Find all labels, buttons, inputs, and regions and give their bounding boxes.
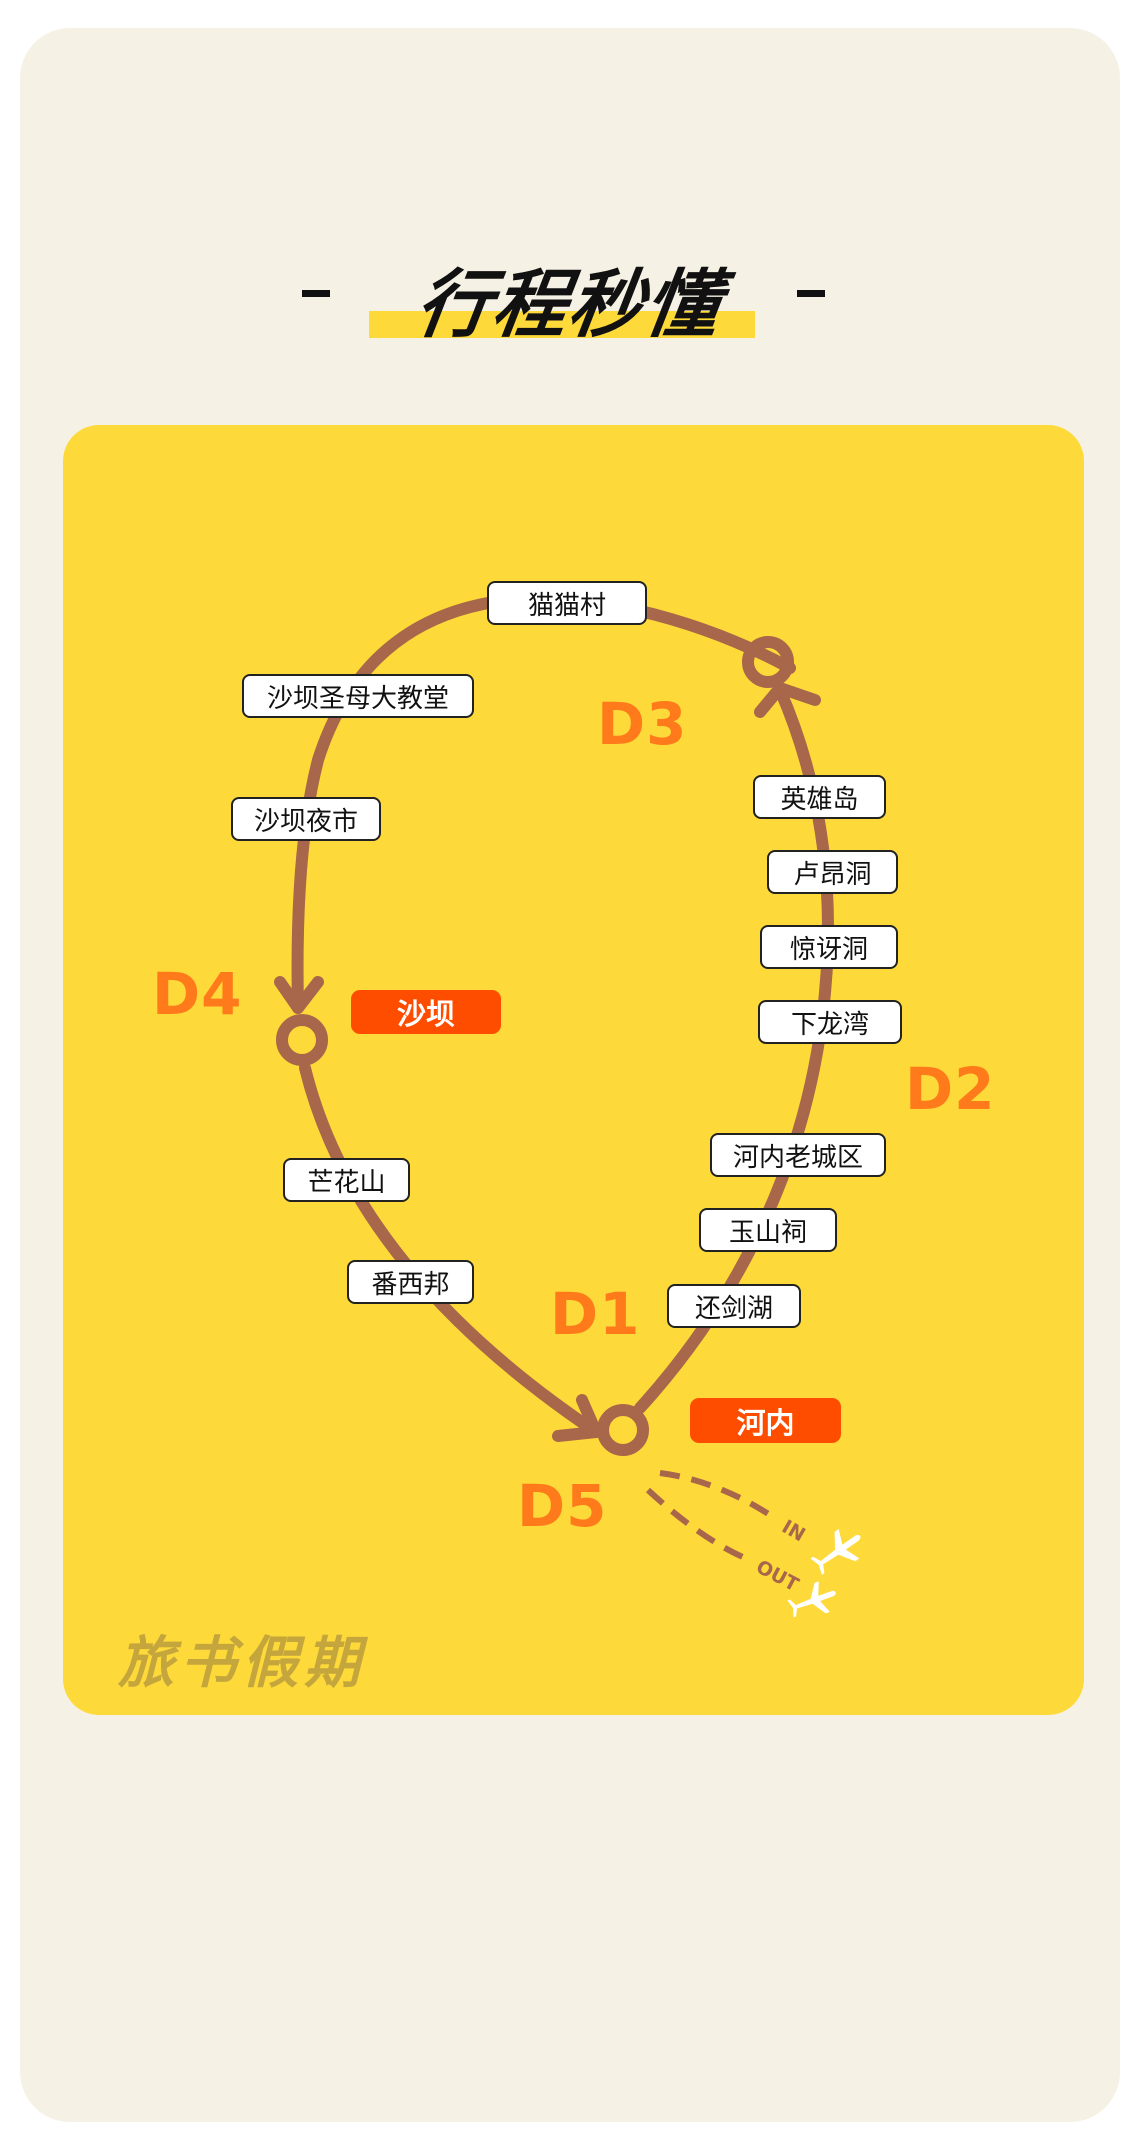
flight-out-path [645, 1487, 747, 1561]
title-highlight [369, 311, 755, 338]
flight-in-path [659, 1470, 775, 1520]
brand-watermark: 旅书假期 [118, 1631, 366, 1696]
stop-hero-island: 英雄岛 [753, 775, 886, 819]
day-label-d2: D2 [905, 1055, 996, 1123]
stop-hanoi-old-quarter: 河内老城区 [710, 1133, 886, 1177]
plane-in-icon [810, 1528, 861, 1575]
node-d4 [276, 1014, 328, 1066]
route-arrow-d5 [552, 1394, 602, 1442]
city-sapa: 沙坝 [351, 990, 501, 1034]
route-d3 [291, 592, 796, 1014]
title-dash-right [797, 290, 825, 297]
stop-luang-cave: 卢昂洞 [767, 850, 898, 894]
stop-maomao-village: 猫猫村 [487, 581, 647, 625]
city-hanoi: 河内 [690, 1398, 841, 1443]
route-arrow-d3 [754, 682, 821, 718]
stop-halong-bay: 下龙湾 [758, 1000, 902, 1044]
stop-fansipan: 番西邦 [347, 1260, 474, 1304]
route-arrow-d4 [274, 976, 324, 1014]
stop-sapa-night-market: 沙坝夜市 [231, 797, 381, 841]
stop-surprise-cave: 惊讶洞 [760, 925, 898, 969]
plane-icons [787, 1528, 861, 1618]
day-label-d1: D1 [550, 1280, 641, 1348]
node-d5 [597, 1404, 649, 1456]
stop-sapa-cathedral: 沙坝圣母大教堂 [242, 674, 474, 718]
stop-hoan-kiem-lake: 还剑湖 [667, 1284, 801, 1328]
title-dash-left [302, 290, 330, 297]
node-d3 [742, 636, 794, 688]
route-d4-d5 [299, 1062, 602, 1438]
day-label-d5: D5 [517, 1472, 608, 1540]
stop-ngoc-son-temple: 玉山祠 [699, 1208, 837, 1252]
itinerary-map-panel [63, 425, 1084, 1715]
plane-out-icon [787, 1581, 836, 1618]
day-label-d4: D4 [152, 960, 243, 1028]
stop-mang-hua-mountain: 芒花山 [283, 1158, 410, 1202]
day-label-d3: D3 [597, 690, 688, 758]
